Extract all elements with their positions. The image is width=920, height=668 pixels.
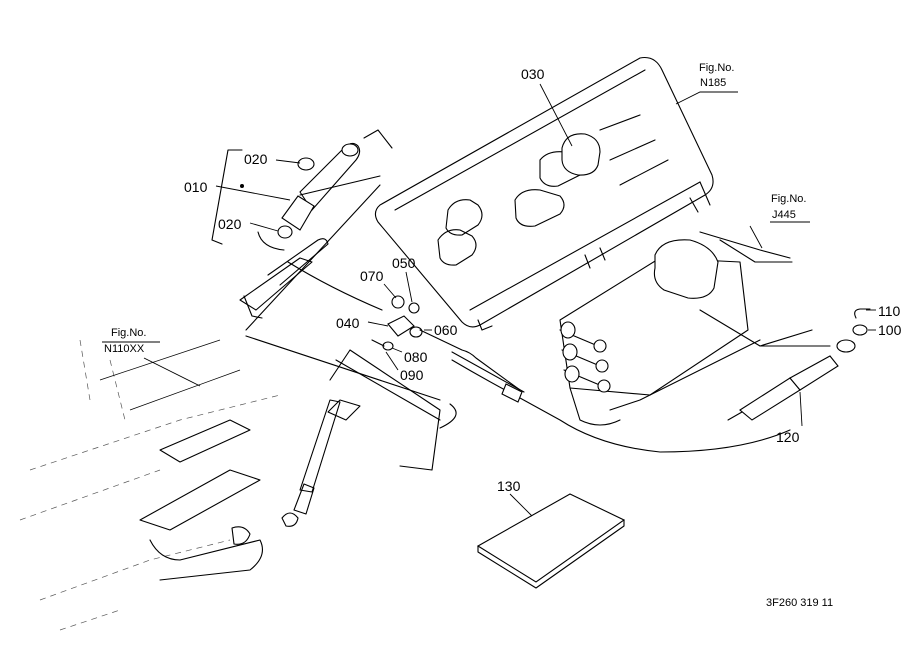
figref-j445-label: Fig.No.: [771, 193, 806, 205]
callout-050: 050: [392, 255, 416, 271]
callout-030: 030: [521, 66, 545, 82]
drawing-code: 3F260 319 11: [766, 597, 833, 609]
control-cable: [439, 339, 856, 453]
figref-n110xx-label: Fig.No.: [111, 327, 146, 339]
callouts: 010 020 020 030 040 050 060 070 080 090 …: [184, 66, 902, 494]
washer-100: [852, 324, 868, 336]
callout-080: 080: [404, 349, 428, 365]
callout-090: 090: [400, 367, 424, 383]
callout-130: 130: [497, 478, 521, 494]
callout-070: 070: [360, 268, 384, 284]
callout-020-bottom: 020: [218, 216, 242, 232]
figref-n185-number: N185: [700, 77, 726, 89]
linkage-parts: [371, 295, 521, 391]
lever-rod-bracket: [239, 184, 441, 401]
callout-110: 110: [878, 303, 901, 319]
callout-100: 100: [878, 322, 902, 338]
clip-110: [854, 308, 871, 319]
knob-030: [561, 133, 601, 176]
lower-frame: [19, 339, 441, 631]
callout-120: 120: [776, 429, 800, 445]
callout-040: 040: [336, 315, 360, 331]
leader-lines: [102, 83, 876, 517]
figure-refs: Fig.No. N185 Fig.No. J445 Fig.No. N110XX: [104, 62, 806, 355]
control-valve: [559, 231, 831, 426]
figref-n110xx-number: N110XX: [104, 343, 145, 355]
callout-020-top: 020: [244, 151, 268, 167]
figref-j445-number: J445: [772, 209, 796, 221]
manual-booklet-130: [476, 493, 626, 589]
callout-010: 010: [184, 179, 208, 195]
lever-assembly: [211, 129, 393, 251]
callout-060: 060: [434, 322, 458, 338]
figref-n185-label: Fig.No.: [699, 62, 734, 74]
